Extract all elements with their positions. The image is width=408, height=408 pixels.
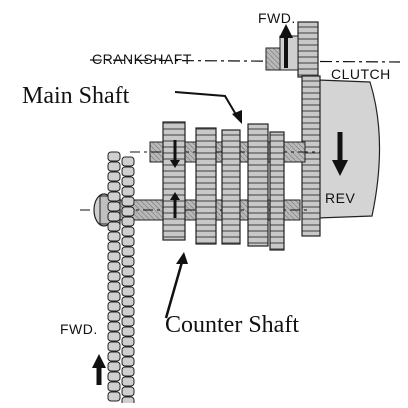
chain-link <box>121 216 135 227</box>
chain-link <box>121 166 135 177</box>
counter-shaft-label: Counter Shaft <box>165 312 299 338</box>
chain-link <box>121 276 135 287</box>
chain-link <box>107 351 121 362</box>
chain-link <box>107 151 121 162</box>
chain-link <box>107 271 121 282</box>
chain-link <box>107 291 121 302</box>
counter-shaft-leader <box>164 252 188 319</box>
rev-label: REV <box>325 190 356 206</box>
chain-link <box>121 326 135 337</box>
chain-link <box>121 226 135 237</box>
chain-link <box>107 221 121 232</box>
chain-link <box>121 316 135 327</box>
chain-link <box>121 176 135 187</box>
fwd-bottom-label: FWD. <box>60 321 98 337</box>
gear-1 <box>162 121 186 241</box>
chain-link <box>121 356 135 367</box>
chain-link <box>121 256 135 267</box>
chain-link <box>121 266 135 277</box>
chain-link <box>107 281 121 292</box>
main-shaft-label: Main Shaft <box>22 83 130 109</box>
gear-cluster <box>162 121 285 251</box>
chain-link <box>107 231 121 242</box>
chain-link <box>107 341 121 352</box>
chain-link <box>107 171 121 182</box>
chain-link <box>121 376 135 387</box>
chain-link <box>107 311 121 322</box>
chain-link <box>121 196 135 207</box>
chain-link <box>107 361 121 372</box>
chain-link <box>121 296 135 307</box>
fwd-top-label: FWD. <box>258 10 296 26</box>
chain-link <box>107 241 121 252</box>
chain-link <box>107 371 121 382</box>
chain-link <box>121 236 135 247</box>
rev-arrow <box>332 132 348 176</box>
chain-link <box>121 286 135 297</box>
crankshaft-label: CRANKSHAFT <box>92 51 192 67</box>
chain-link <box>107 301 121 312</box>
drive-chain <box>107 151 135 407</box>
clutch-housing <box>301 75 381 237</box>
chain-link <box>107 321 121 332</box>
chain-link <box>107 201 121 212</box>
chain-link <box>107 191 121 202</box>
chain-link <box>107 211 121 222</box>
chain-link <box>107 251 121 262</box>
chain-link <box>121 186 135 197</box>
chain-link <box>121 156 135 167</box>
clutch-label: CLUTCH <box>331 66 391 82</box>
gear-2 <box>195 127 217 245</box>
chain-link <box>121 346 135 357</box>
gear-4 <box>247 123 269 247</box>
gear-5 <box>269 131 285 251</box>
main-shaft-leader <box>174 91 242 124</box>
chain-link <box>107 331 121 342</box>
chain-link <box>107 181 121 192</box>
fwd-arrow-top <box>279 24 293 68</box>
fwd-arrow-bottom <box>92 354 106 385</box>
chain-link <box>107 261 121 272</box>
chain-link <box>107 381 121 392</box>
chain-link <box>121 206 135 217</box>
chain-link <box>121 306 135 317</box>
chain-link <box>121 336 135 347</box>
chain-link <box>121 396 135 407</box>
chain-link <box>107 161 121 172</box>
chain-link <box>121 386 135 397</box>
chain-link <box>121 246 135 257</box>
chain-link <box>121 366 135 377</box>
chain-link <box>107 391 121 402</box>
gear-3 <box>221 129 241 245</box>
